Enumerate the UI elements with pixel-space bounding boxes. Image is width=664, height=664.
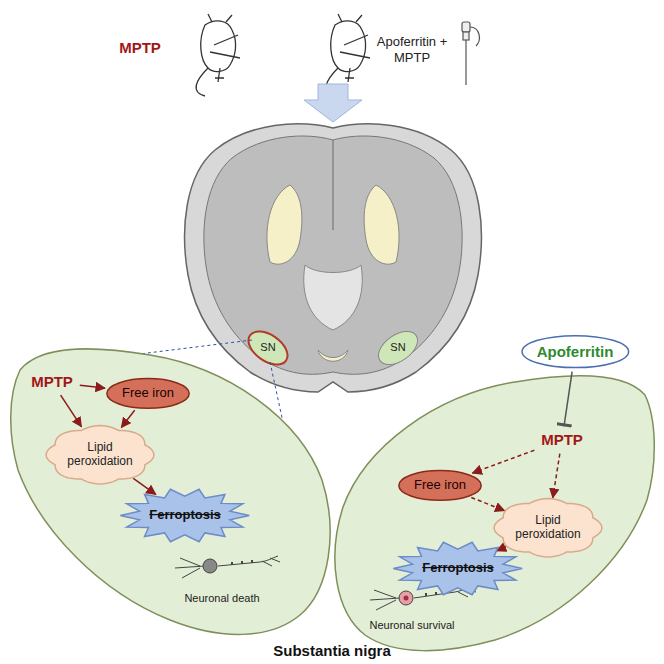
ferroptosis-burst: Ferroptosis xyxy=(119,488,251,543)
cannula xyxy=(462,22,479,85)
iron-ellipse: Free iron xyxy=(398,470,482,501)
region-label: SN xyxy=(390,341,405,354)
ferroptosis-burst: Ferroptosis xyxy=(392,541,524,596)
arrow-connector xyxy=(472,450,534,473)
caption-label: Substantia nigra xyxy=(273,642,391,660)
iron-ellipse: Free iron xyxy=(106,378,190,409)
node-text: Free iron xyxy=(414,478,466,493)
drug-label: MPTP xyxy=(27,371,77,392)
arrow-connector xyxy=(553,454,560,498)
group-label: Apoferritin + MPTP xyxy=(376,34,448,65)
node-text: Lipid peroxidation xyxy=(61,441,139,469)
down-arrow xyxy=(304,84,362,122)
neuron-dying xyxy=(175,556,280,578)
mouse-sketch xyxy=(196,14,240,96)
node-text: MPTP xyxy=(541,431,583,448)
node-text: Ferroptosis xyxy=(422,561,494,576)
brain-section xyxy=(185,124,482,392)
node-text: Ferroptosis xyxy=(149,508,221,523)
outcome-label: Neuronal death xyxy=(180,590,263,607)
outcome-label: Neuronal survival xyxy=(366,617,459,634)
sn-panel-left xyxy=(11,349,330,635)
inhibition-line xyxy=(564,372,572,427)
group-label: MPTP xyxy=(119,39,161,57)
region-label: SN xyxy=(260,341,275,354)
arrow-connector xyxy=(133,478,155,494)
node-text: Apoferritin xyxy=(537,343,614,360)
arrow-connector xyxy=(80,385,105,388)
node-text: Free iron xyxy=(122,386,174,401)
sn-panel-right xyxy=(335,376,654,651)
peroxidation-cloud: Lipid peroxidation xyxy=(45,425,155,485)
node-text: Lipid peroxidation xyxy=(509,514,587,542)
node-text: Neuronal death xyxy=(184,592,259,605)
arrow-connector xyxy=(121,410,134,427)
arrow-connector xyxy=(61,395,82,427)
node-text: Neuronal survival xyxy=(370,619,455,632)
arrow-connector xyxy=(471,497,504,510)
node-text: MPTP xyxy=(31,373,73,390)
drug-label: MPTP xyxy=(537,429,587,450)
treatment-ellipse: Apoferritin xyxy=(521,335,630,368)
peroxidation-cloud: Lipid peroxidation xyxy=(493,498,603,558)
